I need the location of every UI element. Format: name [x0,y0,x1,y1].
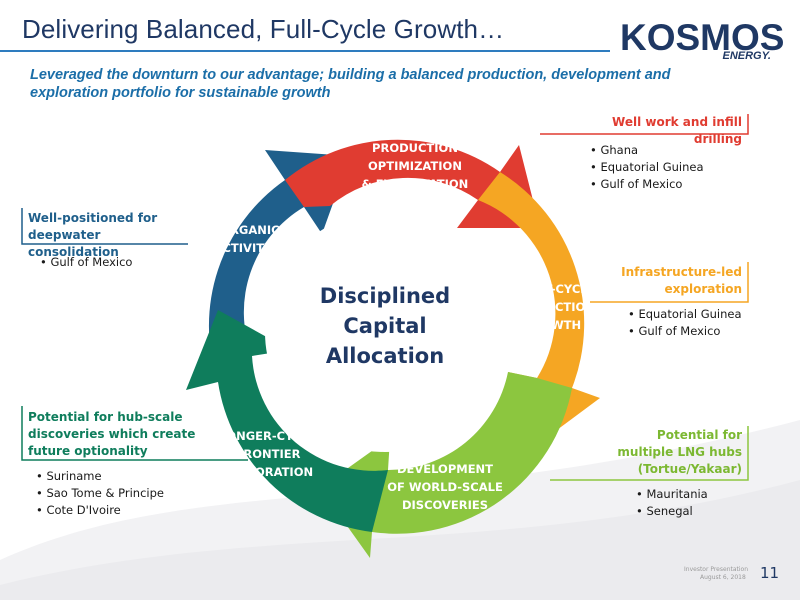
segment-short-cycle [478,172,600,450]
inorganic-callout-line [21,208,188,245]
development-label-3: DISCOVERIES [402,498,488,512]
longer-cycle-callout-line [21,406,248,461]
short-cycle-label-2: PRODUCTION [509,300,595,314]
short-cycle-callout-list: Equatorial Guinea Gulf of Mexico [628,306,742,340]
inorganic-label-2: ACTIVITY [214,241,273,255]
development-callout-line [550,426,749,481]
production-callout-title: Well work and infill drilling [612,115,742,146]
development-label-1: DEVELOPMENT [397,462,493,476]
development-callout-title-3: (Tortue/Yakaar) [637,462,742,476]
short-cycle-callout-title-1: Infrastructure-led [621,265,742,279]
short-cycle-label-1: SHORT-CYCLE [509,282,596,296]
segment-production [285,139,540,228]
development-callout-title-1: Potential for [656,428,742,442]
list-item: Gulf of Mexico [628,323,742,340]
development-label-2: OF WORLD-SCALE [387,480,503,494]
development-callout-title-2: multiple LNG hubs [617,445,742,459]
list-item: Ghana [590,142,704,159]
center-line-2: Capital [343,314,426,338]
footer-date: August 6, 2018 [700,574,746,581]
center-line-3: Allocation [326,344,444,368]
longer-cycle-callout-title-3: future optionality [28,444,148,458]
logo-wordmark: KOSMOS [620,17,785,58]
development-callout-list: Mauritania Senegal [636,486,708,520]
kosmos-logo: KOSMOS ENERGY. [620,18,785,64]
segment-longer-cycle [186,310,388,532]
logo-subtext: ENERGY. [722,50,771,62]
short-cycle-callout-line [590,262,749,303]
segment-development [320,372,572,558]
title-underline [0,50,610,52]
center-line-1: Disciplined [320,284,450,308]
longer-cycle-label-3: EXPLORATION [223,465,313,479]
page-number: 11 [760,564,780,582]
development-callout: Potential for multiple LNG hubs (Tortue/… [590,427,742,478]
list-item: Gulf of Mexico [40,254,132,271]
production-label-1: PRODUCTION [372,141,458,155]
longer-cycle-callout-title-1: Potential for hub-scale [28,410,183,424]
longer-cycle-label-1: LONGER-CYCLE [219,429,316,443]
list-item: Senegal [636,503,708,520]
list-item: Sao Tome & Principe [36,485,164,502]
list-item: Cote D'Ivoire [36,502,164,519]
page-title: Delivering Balanced, Full-Cycle Growth… [22,14,505,44]
list-item: Equatorial Guinea [628,306,741,323]
longer-cycle-label-2: FRONTIER [236,447,301,461]
longer-cycle-callout: Potential for hub-scale discoveries whic… [28,409,228,460]
inorganic-callout-title-1: Well-positioned for [28,211,158,225]
inorganic-label-1: INORGANIC [206,223,279,237]
list-item: Suriname [36,468,164,485]
short-cycle-callout: Infrastructure-led exploration [600,264,742,298]
inorganic-callout-list: Gulf of Mexico [40,254,132,271]
segment-inorganic [208,150,350,382]
list-item: Mauritania [636,486,707,503]
center-disc [265,212,505,452]
short-cycle-callout-title-2: exploration [664,282,742,296]
slide-subtitle: Leveraged the downturn to our advantage;… [30,67,671,101]
footer-presentation-name: Investor Presentation [684,566,749,573]
production-callout-list: Ghana Equatorial Guinea Gulf of Mexico [590,142,704,193]
list-item: Gulf of Mexico [590,176,704,193]
production-callout: Well work and infill drilling [560,114,742,148]
longer-cycle-callout-title-2: discoveries which create [28,427,196,441]
short-cycle-label-3: GROWTH [523,318,581,332]
production-callout-line [540,114,749,135]
production-label-3: & EXPLOITATION [362,177,469,191]
list-item: Equatorial Guinea [590,159,703,176]
longer-cycle-callout-list: Suriname Sao Tome & Principe Cote D'Ivoi… [36,468,164,519]
production-label-2: OPTIMIZATION [368,159,462,173]
